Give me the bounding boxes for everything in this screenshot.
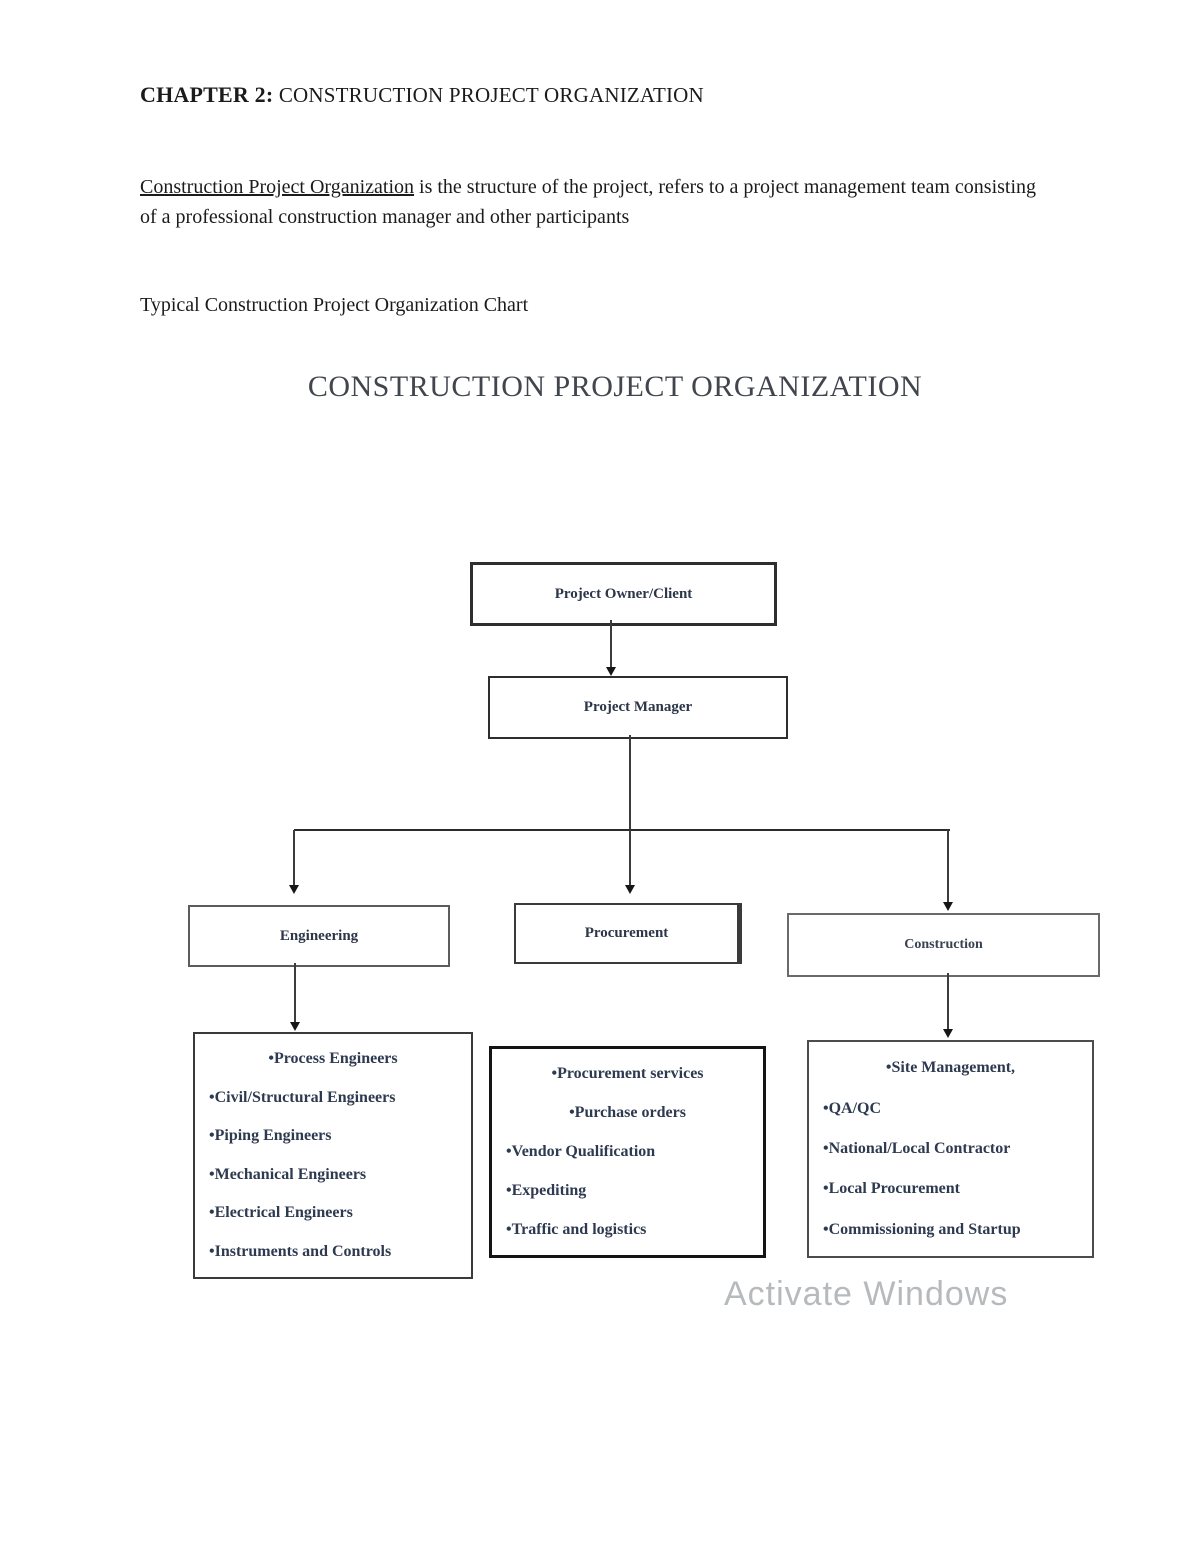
chapter-heading: CHAPTER 2: CONSTRUCTION PROJECT ORGANIZA… (140, 82, 704, 108)
connector-construction-to-detail (947, 973, 949, 1030)
chapter-heading-number: CHAPTER 2: (140, 82, 274, 107)
engineering-item: •Piping Engineers (209, 1127, 332, 1145)
engineering-item: •Instruments and Controls (209, 1242, 392, 1260)
procurement-detail-box: •Procurement services •Purchase orders •… (489, 1046, 766, 1258)
org-node-label: Project Owner/Client (554, 585, 693, 602)
connector-manager-stem (629, 735, 631, 830)
construction-item: •National/Local Contractor (823, 1140, 1011, 1158)
org-node-construction: Construction (787, 913, 1100, 977)
engineering-item: •Process Engineers (268, 1050, 398, 1068)
org-node-procurement: Procurement (514, 903, 742, 964)
connector-engineering-to-detail (294, 963, 296, 1023)
arrowhead-engineering (289, 885, 299, 894)
connector-drop-engineering (293, 830, 295, 886)
procurement-item: •Expediting (506, 1181, 587, 1199)
procurement-item: •Vendor Qualification (506, 1142, 656, 1160)
connector-drop-procurement (629, 830, 631, 886)
procurement-item: •Procurement services (551, 1065, 704, 1083)
engineering-item: •Electrical Engineers (209, 1204, 353, 1222)
construction-item: •Site Management, (885, 1059, 1016, 1077)
construction-item: •Commissioning and Startup (823, 1220, 1021, 1238)
intro-paragraph-underlined-term: Construction Project Organization (140, 176, 415, 198)
activate-windows-watermark: Activate Windows (724, 1275, 1009, 1309)
arrowhead-construction (943, 902, 953, 911)
intro-paragraph-text: is the structure of the project, refers … (140, 176, 1037, 228)
construction-item: •Local Procurement (823, 1180, 960, 1198)
arrowhead-procurement (625, 885, 635, 894)
procurement-item: •Purchase orders (569, 1104, 686, 1122)
org-node-label: Construction (904, 937, 983, 952)
arrowhead-construction-detail (943, 1029, 953, 1038)
chapter-heading-title: CONSTRUCTION PROJECT ORGANIZATION (273, 83, 704, 107)
connector-owner-to-manager (610, 620, 612, 670)
org-chart-title: CONSTRUCTION PROJECT ORGANIZATION (307, 370, 923, 403)
engineering-item: •Mechanical Engineers (209, 1165, 367, 1183)
procurement-item: •Traffic and logistics (506, 1220, 647, 1238)
arrowhead-manager (606, 667, 616, 676)
arrowhead-engineering-detail (290, 1022, 300, 1031)
construction-detail-box: •Site Management, •QA/QC •National/Local… (807, 1040, 1094, 1258)
org-node-project-manager: Project Manager (488, 676, 788, 739)
org-node-engineering: Engineering (188, 905, 450, 967)
intro-paragraph: Construction Project Organization is the… (140, 172, 1055, 232)
org-node-label: Engineering (279, 927, 359, 944)
chart-caption: Typical Construction Project Organizatio… (140, 294, 529, 316)
org-node-label: Project Manager (583, 699, 693, 715)
org-node-project-owner-client: Project Owner/Client (470, 562, 777, 626)
engineering-detail-box: •Process Engineers •Civil/Structural Eng… (193, 1032, 473, 1279)
construction-item: •QA/QC (823, 1099, 882, 1117)
org-node-label: Procurement (584, 925, 669, 941)
engineering-item: •Civil/Structural Engineers (209, 1088, 396, 1106)
connector-drop-construction (947, 830, 949, 903)
connector-branch-bar (294, 829, 950, 831)
